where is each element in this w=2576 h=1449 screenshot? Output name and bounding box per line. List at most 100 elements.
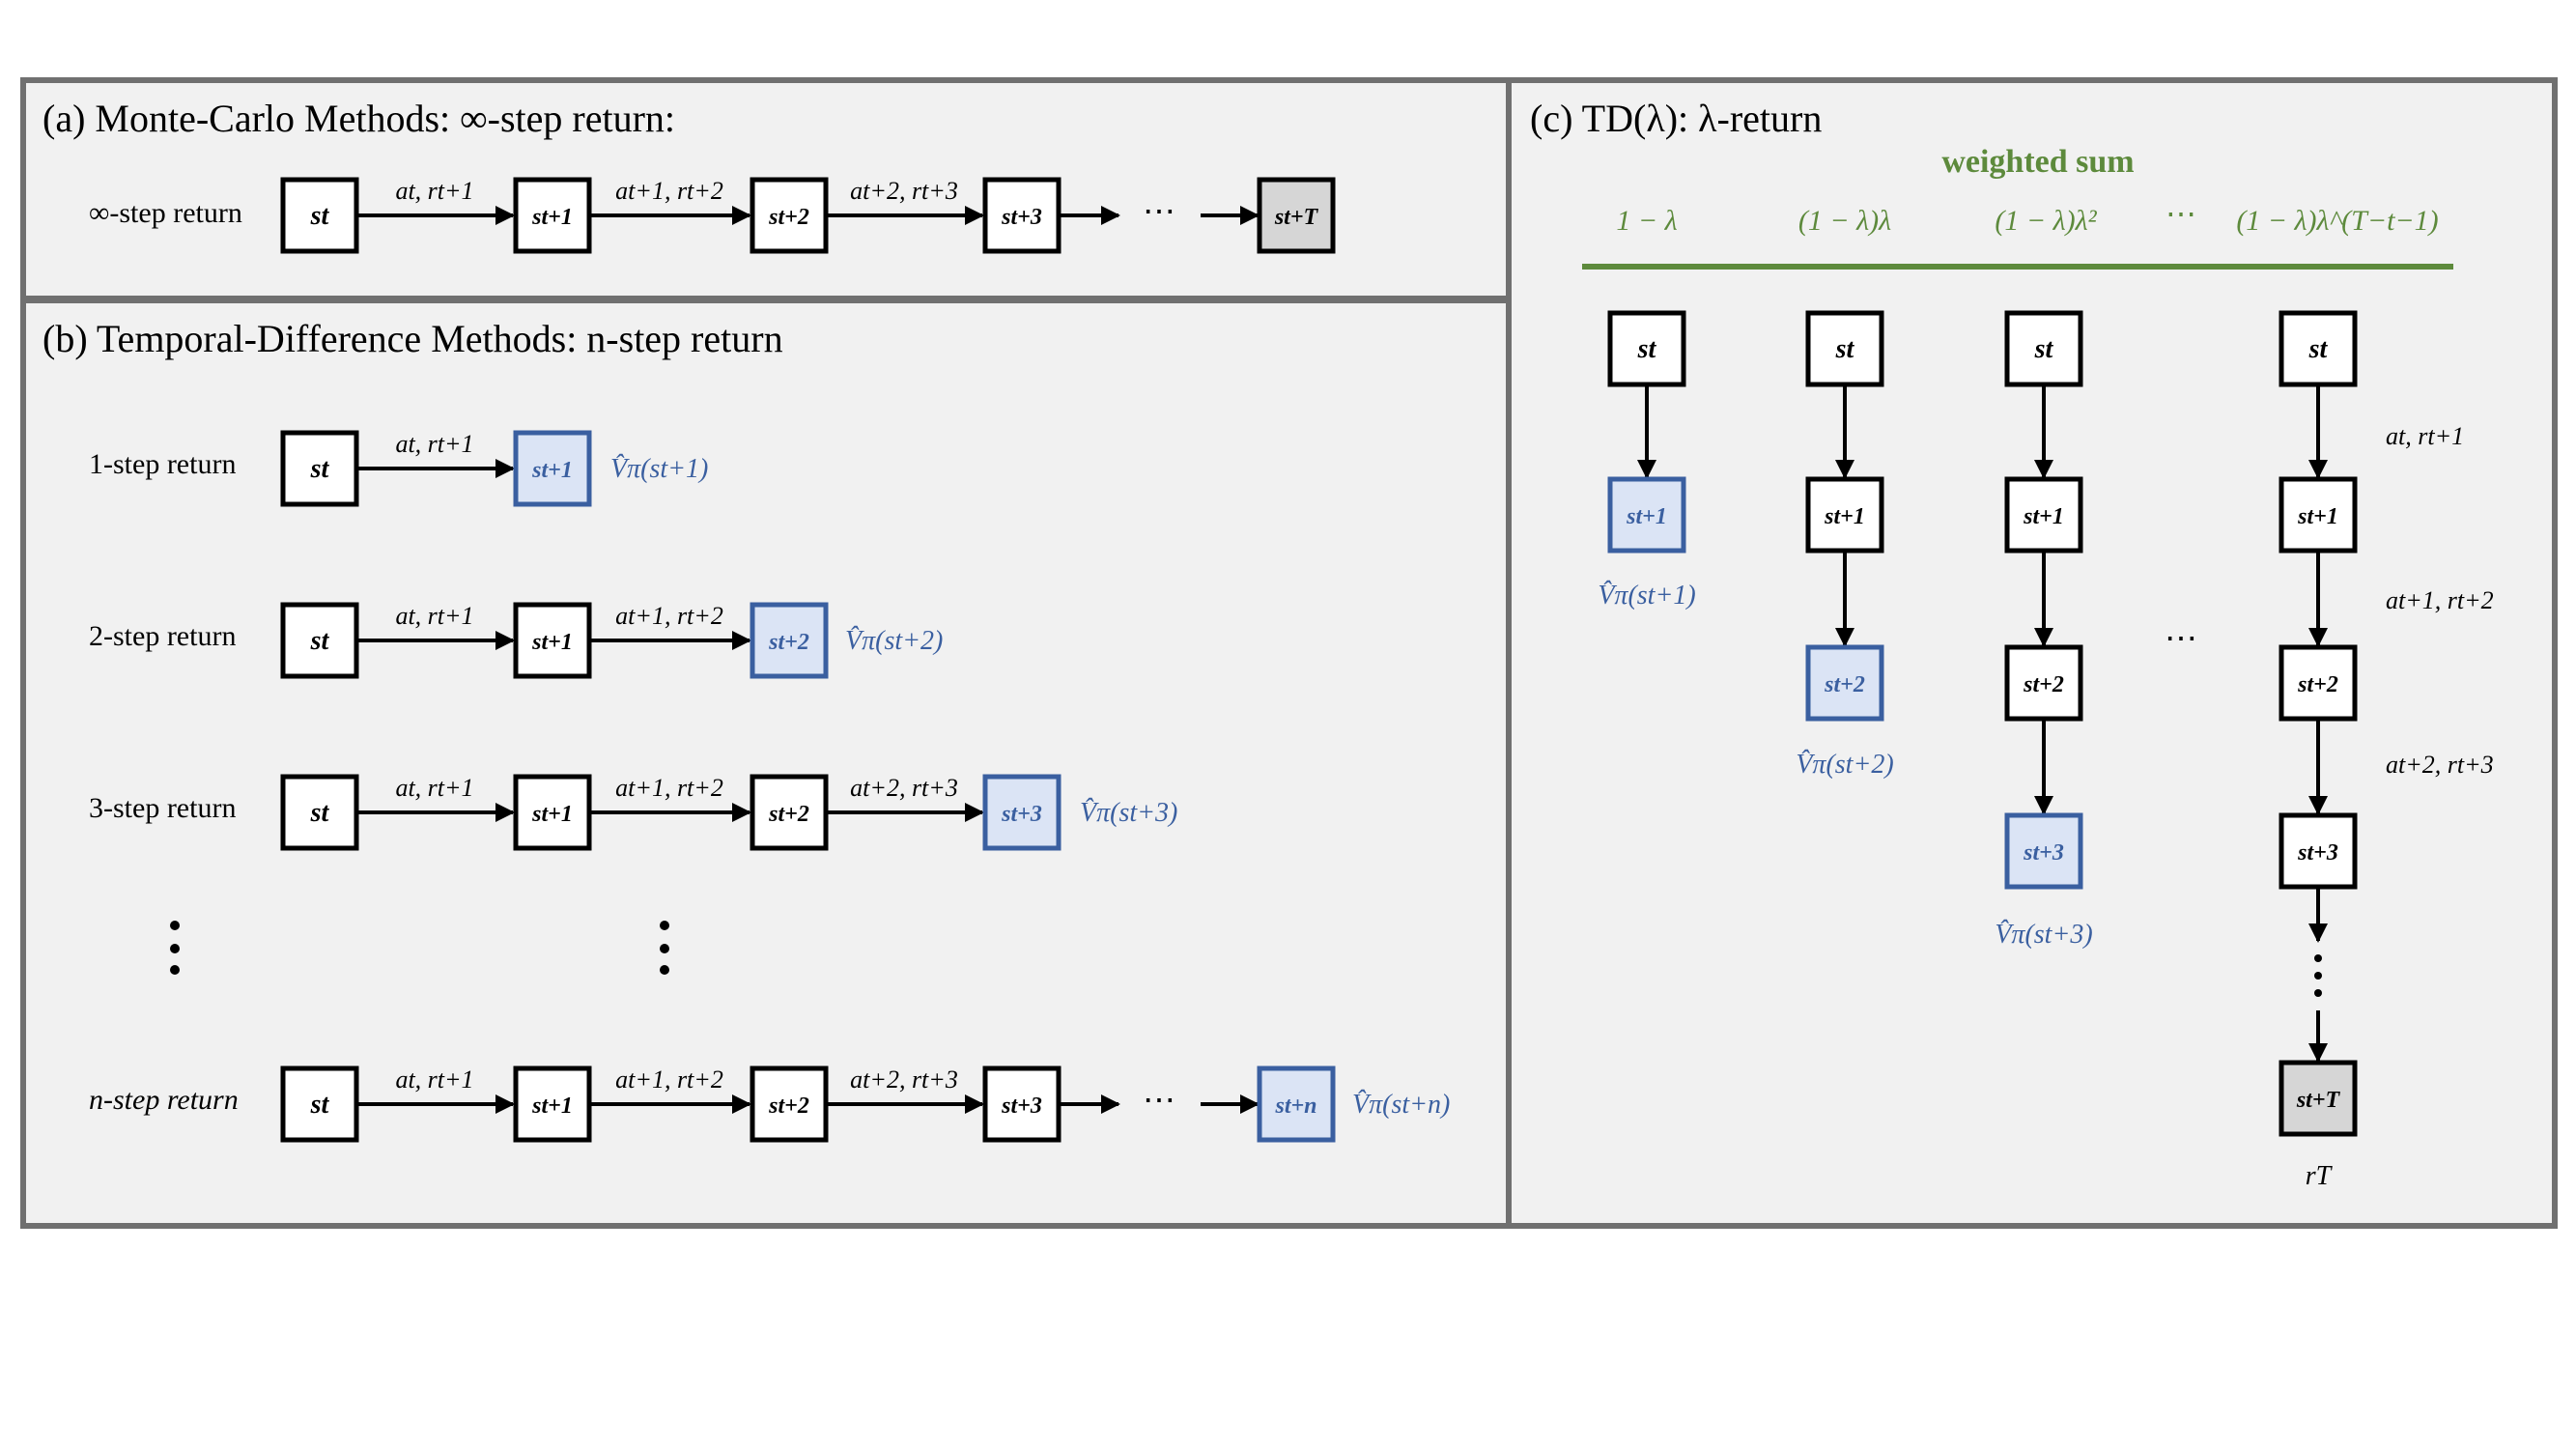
bootstrap-state-box bbox=[1607, 476, 1686, 554]
value-estimate: V̂π(st+3) bbox=[1080, 798, 1177, 828]
row-label-infinity: ∞-step return bbox=[89, 197, 242, 229]
state-box bbox=[982, 1065, 1062, 1143]
state-label: st+n bbox=[1274, 1094, 1316, 1119]
panel-b-title: (b) Temporal-Difference Methods: n-step … bbox=[42, 317, 783, 360]
bootstrap-state-box bbox=[1805, 644, 1884, 722]
state-label: st+1 bbox=[2023, 504, 2064, 529]
state-label: st+1 bbox=[531, 630, 573, 655]
state-label: st+2 bbox=[768, 802, 809, 827]
state-box bbox=[2279, 310, 2358, 387]
state-label: st+2 bbox=[768, 1094, 809, 1119]
row-label: n-step return bbox=[89, 1084, 239, 1116]
state-label: st bbox=[310, 798, 330, 828]
state-label: st bbox=[310, 1090, 330, 1120]
state-label: st+T bbox=[1274, 205, 1319, 230]
value-estimate: V̂π(st+1) bbox=[1598, 581, 1695, 611]
edge-label: at+2, rt+3 bbox=[2386, 751, 2494, 779]
state-box bbox=[750, 774, 829, 851]
edge-label: at, rt+1 bbox=[395, 774, 473, 802]
state-label: st+3 bbox=[1001, 205, 1042, 230]
terminal-state-box bbox=[2279, 1060, 2358, 1137]
bootstrap-state-box bbox=[982, 774, 1062, 851]
state-label: st+3 bbox=[2023, 840, 2064, 866]
edge-label: at+1, rt+2 bbox=[615, 1065, 723, 1094]
state-box bbox=[1805, 476, 1884, 554]
state-label: st+1 bbox=[531, 205, 573, 230]
edge-label: at, rt+1 bbox=[395, 602, 473, 630]
state-label: st bbox=[2034, 334, 2054, 364]
bootstrap-state-box bbox=[513, 430, 592, 507]
weight-label: 1 − λ bbox=[1616, 205, 1677, 237]
edge-label: at+1, rt+2 bbox=[615, 774, 723, 802]
state-box bbox=[2004, 644, 2083, 722]
state-box bbox=[2004, 310, 2083, 387]
edge-label: at+2, rt+3 bbox=[850, 177, 958, 205]
edge-label: at+1, rt+2 bbox=[2386, 586, 2494, 614]
state-label: st+T bbox=[2296, 1088, 2341, 1113]
vertical-ellipsis-right bbox=[2314, 954, 2322, 997]
weight-label: (1 − λ)λ^(T−t−1) bbox=[2236, 205, 2438, 237]
row-label: 2-step return bbox=[89, 620, 236, 652]
state-box bbox=[2279, 476, 2358, 554]
edge-label: at, rt+1 bbox=[395, 430, 473, 458]
state-box bbox=[513, 602, 592, 679]
value-estimate: V̂π(st+3) bbox=[1995, 920, 2092, 950]
state-box bbox=[280, 1065, 359, 1143]
ellipsis: ⋯ bbox=[1143, 1083, 1175, 1119]
edge-label: at, rt+1 bbox=[395, 177, 473, 205]
state-label: st+2 bbox=[768, 630, 809, 655]
edge-label: at, rt+1 bbox=[2386, 422, 2464, 450]
state-label: st bbox=[1637, 334, 1657, 364]
edge-label: at+1, rt+2 bbox=[615, 602, 723, 630]
edge-label: at+2, rt+3 bbox=[850, 774, 958, 802]
state-label: st+3 bbox=[2297, 840, 2338, 866]
state-box bbox=[2004, 476, 2083, 554]
state-label: st+1 bbox=[1824, 504, 1865, 529]
value-estimate: V̂π(st+n) bbox=[1352, 1090, 1450, 1120]
panel-a-title: (a) Monte-Carlo Methods: ∞-step return: bbox=[42, 97, 675, 140]
state-label: st+3 bbox=[1001, 1094, 1042, 1119]
ellipsis: ⋯ bbox=[1143, 194, 1175, 230]
state-label: st+1 bbox=[2297, 504, 2338, 529]
terminal-reward: rT bbox=[2306, 1161, 2334, 1191]
state-box bbox=[280, 602, 359, 679]
state-label: st bbox=[310, 626, 330, 656]
vertical-ellipsis-left bbox=[170, 921, 180, 975]
state-label: st bbox=[1835, 334, 1855, 364]
state-label: st+2 bbox=[1824, 672, 1865, 697]
state-label: st bbox=[310, 201, 330, 231]
state-box bbox=[513, 1065, 592, 1143]
state-label: st bbox=[310, 454, 330, 484]
value-estimate: V̂π(st+2) bbox=[1796, 750, 1893, 780]
state-box bbox=[2279, 644, 2358, 722]
state-box bbox=[982, 177, 1062, 254]
state-box bbox=[1607, 310, 1686, 387]
panel-c-title: (c) TD(λ): λ-return bbox=[1530, 97, 1822, 140]
bootstrap-state-box bbox=[1257, 1065, 1336, 1143]
row-label: 1-step return bbox=[89, 448, 236, 480]
state-label: st bbox=[2308, 334, 2329, 364]
value-estimate: V̂π(st+2) bbox=[845, 626, 943, 656]
state-box bbox=[280, 774, 359, 851]
horizontal-ellipsis: ⋯ bbox=[2165, 621, 2197, 657]
state-box bbox=[513, 177, 592, 254]
edge-label: at, rt+1 bbox=[395, 1065, 473, 1094]
row-label: 3-step return bbox=[89, 792, 236, 824]
value-estimate: V̂π(st+1) bbox=[610, 454, 708, 484]
terminal-state-box bbox=[1257, 177, 1336, 254]
weight-label: (1 − λ)λ bbox=[1798, 205, 1891, 237]
panel-a-chain: st at, rt+1 st+1 at+1, rt+2 st+2 at+2, r… bbox=[280, 177, 1336, 254]
state-box bbox=[750, 177, 829, 254]
state-box bbox=[280, 177, 359, 254]
state-box bbox=[513, 774, 592, 851]
weighted-sum-label: weighted sum bbox=[1941, 144, 2134, 180]
state-label: st+2 bbox=[768, 205, 809, 230]
state-box bbox=[1805, 310, 1884, 387]
panel-b-rows: 1-step return st at, rt+1 st+1 V̂π(st+1)… bbox=[89, 430, 1450, 1143]
weight-label: ⋯ bbox=[2166, 196, 2196, 231]
state-box bbox=[750, 1065, 829, 1143]
bootstrap-state-box bbox=[750, 602, 829, 679]
state-label: st+1 bbox=[531, 1094, 573, 1119]
panel-c-content: weighted sum 1 − λ (1 − λ)λ (1 − λ)λ² ⋯ … bbox=[1582, 144, 2494, 1191]
